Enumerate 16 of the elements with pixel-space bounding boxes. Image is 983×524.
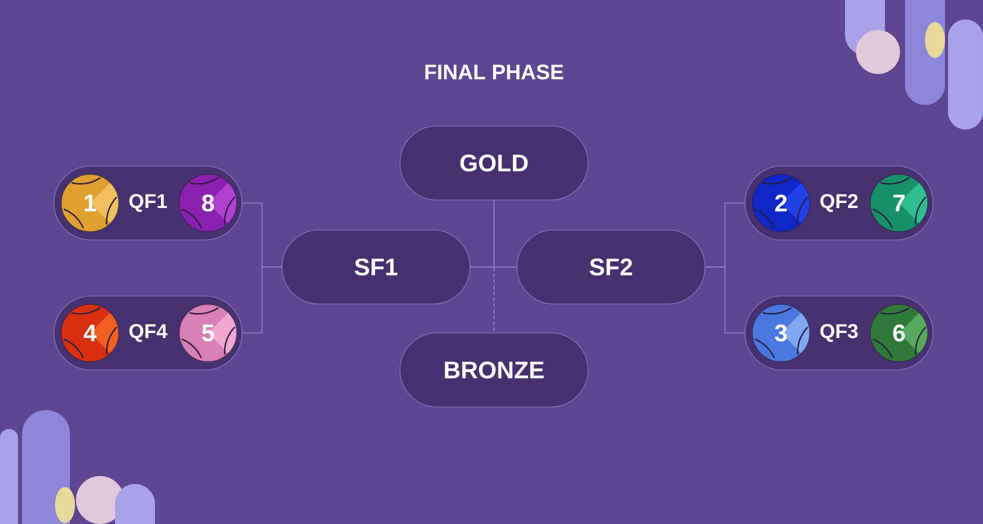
ball: 6	[870, 304, 928, 362]
connector-line	[242, 266, 282, 334]
connector-line	[494, 266, 517, 333]
ball: 4	[61, 304, 119, 362]
ball: 8	[179, 174, 237, 232]
match-pill: BRONZE	[400, 332, 588, 408]
ball: 5	[179, 304, 237, 362]
ball: 7	[870, 174, 928, 232]
title: FINAL PHASE	[425, 64, 564, 80]
match-pill: GOLD	[400, 126, 588, 200]
match-pill: SF1	[282, 230, 470, 304]
ball: 2	[752, 174, 810, 232]
match-pill: SF2	[516, 230, 706, 304]
ball: 3	[752, 304, 810, 362]
connector-line	[705, 266, 745, 334]
ball: 1	[61, 174, 119, 232]
